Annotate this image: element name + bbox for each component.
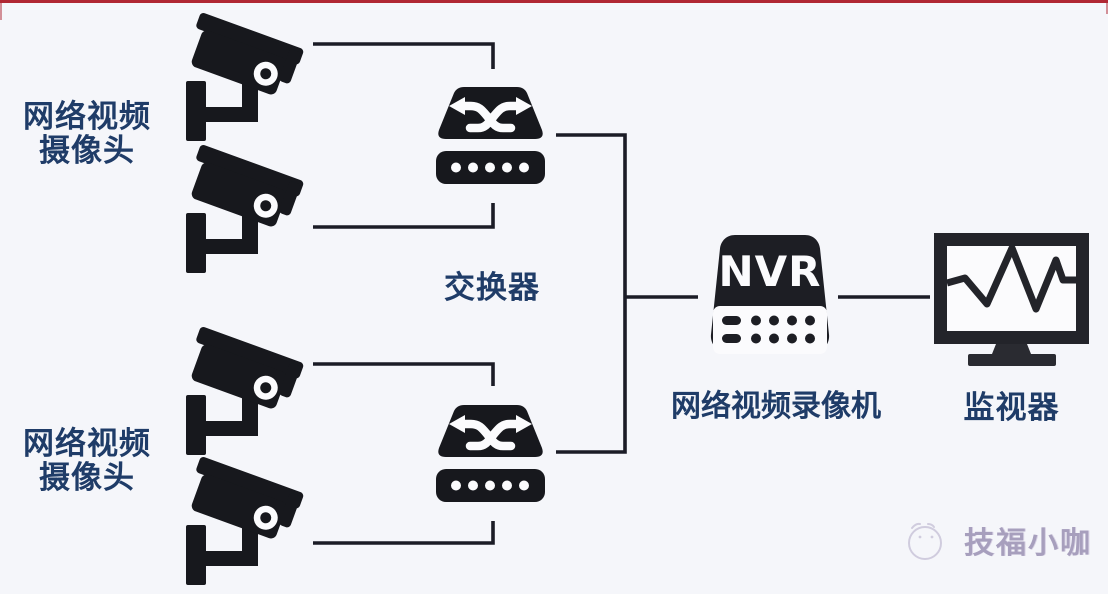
- camera-group-1-label-line1: 网络视频: [23, 99, 151, 135]
- nvr-label: 网络视频录像机: [671, 389, 881, 424]
- watermark-text: 技福小咖: [964, 526, 1092, 561]
- red-border-accent-left: [0, 3, 2, 20]
- nvr-icon: NVR: [710, 235, 830, 354]
- cctv-camera-icon: [186, 457, 304, 585]
- watermark: 技福小咖: [898, 515, 1092, 565]
- cctv-camera-icon: [186, 145, 304, 273]
- cctv-camera-icon: [186, 327, 304, 455]
- watermark-logo-icon: [908, 522, 942, 560]
- camera-group-2-label-line1: 网络视频: [23, 426, 151, 462]
- monitor-icon: [934, 233, 1089, 366]
- camera-group-1-label: 网络视频 摄像头: [8, 100, 166, 168]
- switch-icon: [436, 405, 545, 502]
- nvr-badge-text: NVR: [719, 247, 822, 296]
- switch-icon: [436, 87, 545, 184]
- cctv-camera-icon: [186, 13, 304, 141]
- monitor-label: 监视器: [963, 390, 1060, 426]
- camera-group-2-label: 网络视频 摄像头: [8, 427, 166, 495]
- camera-group-2-label-line2: 摄像头: [39, 460, 135, 496]
- connection-lines: [313, 42, 930, 545]
- switch-label: 交换器: [444, 270, 540, 306]
- camera-group-1-label-line2: 摄像头: [39, 133, 135, 169]
- red-border-accent-right: [1106, 3, 1108, 14]
